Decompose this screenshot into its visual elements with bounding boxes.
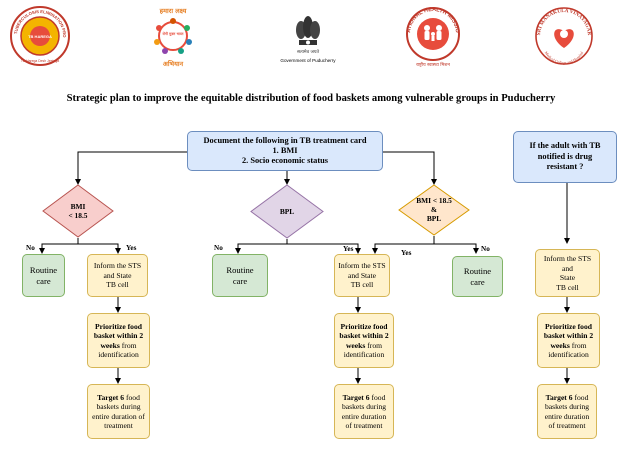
target-right-bold: Target 6 — [545, 392, 573, 402]
no-label-bmi: No — [26, 244, 35, 252]
inform-left-line2: and State — [103, 270, 132, 280]
target-left-bold: Target 6 — [97, 392, 125, 402]
routine-care-box-left: Routine care — [22, 254, 65, 297]
document-box-line2: 1. BMI — [272, 146, 298, 155]
target-middle-rest: food baskets during entire duration of t… — [341, 392, 387, 431]
routine-care-box-middle: Routine care — [212, 254, 268, 297]
national-emblem-icon: सत्यमेव जयते — [296, 15, 320, 55]
yes-label-bmi: Yes — [126, 244, 137, 252]
target-right-rest: food baskets during entire duration of t… — [544, 392, 590, 431]
puducherry-govt-logo: सत्यमेव जयते Government of Puducherry — [268, 4, 348, 68]
smvmch-emblem-icon: SRI MANAKULA VINAYAGAR Medical College a… — [535, 7, 593, 65]
puducherry-govt-caption: Government of Puducherry — [280, 57, 336, 63]
routine-middle-line2: care — [232, 275, 248, 286]
routine-middle-line1: Routine — [226, 264, 254, 275]
nhm-logo: NATIONAL HEALTH MISSION राष्ट्रीय स्वास्… — [400, 4, 466, 68]
drug-resistant-question-box: If the adult with TB notified is drug re… — [513, 131, 617, 183]
inform-middle-line2: and State — [347, 270, 377, 280]
bmi-diamond-label: BMI < 18.5 — [42, 202, 114, 220]
target-middle-bold: Target 6 — [342, 392, 370, 402]
inform-sts-box-left: Inform the STS and State TB cell — [87, 254, 148, 297]
prioritize-box-middle: Prioritize food basket within 2 weeks fr… — [334, 313, 394, 368]
nhm-bottom-text: राष्ट्रीय स्वास्थ्य मिशन — [416, 61, 450, 68]
inform-middle-line1: Inform the STS — [338, 261, 386, 271]
drug-resistant-line2: notified is drug — [537, 151, 593, 161]
nhm-emblem-icon: NATIONAL HEALTH MISSION राष्ट्रीय स्वास्… — [401, 4, 460, 68]
routine-right-line1: Routine — [463, 265, 492, 276]
target-box-left: Target 6 food baskets during entire dura… — [87, 384, 150, 439]
inform-left-line3: TB cell — [106, 280, 129, 290]
bmi-and-bpl-diamond-label: BMI < 18.5 & BPL — [398, 196, 470, 223]
target-left-rest: food baskets during entire duration of t… — [92, 392, 145, 431]
page-title: Strategic plan to improve the equitable … — [66, 93, 556, 104]
tb-mukt-top-text: हमारा लक्ष्य — [159, 7, 187, 15]
inform-right-line3: TB cell — [556, 282, 579, 292]
target-box-right: Target 6 food baskets during entire dura… — [537, 384, 597, 439]
emblem-motto-text: सत्यमेव जयते — [297, 48, 320, 55]
prioritize-right-bold: Prioritize food basket within 2 — [543, 321, 594, 341]
bpl-diamond — [250, 184, 324, 239]
bmi-diamond-line2: < 18.5 — [68, 211, 88, 220]
target-box-middle: Target 6 food baskets during entire dura… — [334, 384, 394, 439]
both-diamond-line1: BMI < 18.5 — [416, 196, 452, 205]
bmi-diamond-line1: BMI — [70, 202, 86, 211]
document-box-line3: 2. Socio economic status — [241, 156, 329, 165]
bmi-diamond — [42, 184, 114, 238]
tb-mukt-center-text: रोगी मुक्त भारत — [162, 31, 185, 37]
ntep-bottom-text: TB Harega Desh Jeetega — [21, 59, 59, 63]
routine-care-box-right: Routine care — [452, 256, 503, 297]
routine-left-line2: care — [36, 275, 51, 286]
inform-right-line2: State — [559, 273, 576, 282]
prioritize-box-left: Prioritize food basket within 2 weeks fr… — [87, 313, 150, 368]
both-diamond-line2: & — [430, 205, 438, 214]
prioritize-box-right: Prioritize food basket within 2 weeks fr… — [537, 313, 600, 368]
yes-label-both: Yes — [401, 249, 412, 257]
inform-sts-box-middle: Inform the STS and State TB cell — [334, 254, 390, 297]
prioritize-right-weeks: weeks — [550, 340, 570, 350]
prioritize-left-bold: Prioritize food basket within 2 — [93, 321, 144, 341]
prioritize-middle-bold: Prioritize food basket within 2 — [339, 321, 389, 341]
prioritize-right-rest: from identification — [548, 340, 589, 360]
prioritize-left-weeks: weeks — [100, 340, 120, 350]
inform-left-line1: Inform the STS — [93, 261, 142, 271]
tb-mukt-bharat-emblem-icon: हमारा लक्ष्य रोगी मुक्त भारत अभियान — [154, 7, 192, 68]
prioritize-middle-rest: from identification — [343, 340, 385, 360]
yes-label-bpl: Yes — [343, 245, 354, 253]
ntep-emblem-icon: NATIONAL TUBERCULOSIS ELIMINATION PROGRA… — [9, 5, 70, 66]
bpl-diamond-label: BPL — [250, 207, 324, 216]
inform-middle-line3: TB cell — [350, 280, 374, 290]
tb-mukt-bottom-text: अभियान — [163, 60, 184, 68]
ntep-logo: NATIONAL TUBERCULOSIS ELIMINATION PROGRA… — [8, 4, 72, 68]
bmi-and-bpl-diamond — [398, 184, 470, 236]
no-label-both: No — [481, 245, 490, 253]
prioritize-middle-weeks: weeks — [345, 340, 366, 350]
document-tb-card-box: Document the following in TB treatment c… — [187, 131, 383, 171]
routine-left-line1: Routine — [29, 264, 58, 275]
drug-resistant-line1: If the adult with TB — [529, 141, 601, 151]
both-diamond-line3: BPL — [426, 214, 442, 223]
document-box-line1: Document the following in TB treatment c… — [203, 136, 367, 145]
smvmch-logo: SRI MANAKULA VINAYAGAR Medical College a… — [530, 4, 598, 68]
inform-sts-box-right: Inform the STS and State TB cell — [535, 249, 600, 297]
no-label-bpl: No — [214, 244, 223, 252]
drug-resistant-line3: resistant ? — [546, 162, 584, 172]
routine-right-line2: care — [470, 276, 485, 287]
ntep-center-text: TB HAREGA — [28, 34, 52, 39]
bpl-diamond-line1: BPL — [279, 207, 295, 216]
inform-right-line1: Inform the STS and — [543, 254, 592, 273]
prioritize-left-rest: from identification — [98, 340, 139, 360]
tb-mukt-bharat-logo: हमारा लक्ष्य रोगी मुक्त भारत अभियान — [140, 4, 206, 68]
